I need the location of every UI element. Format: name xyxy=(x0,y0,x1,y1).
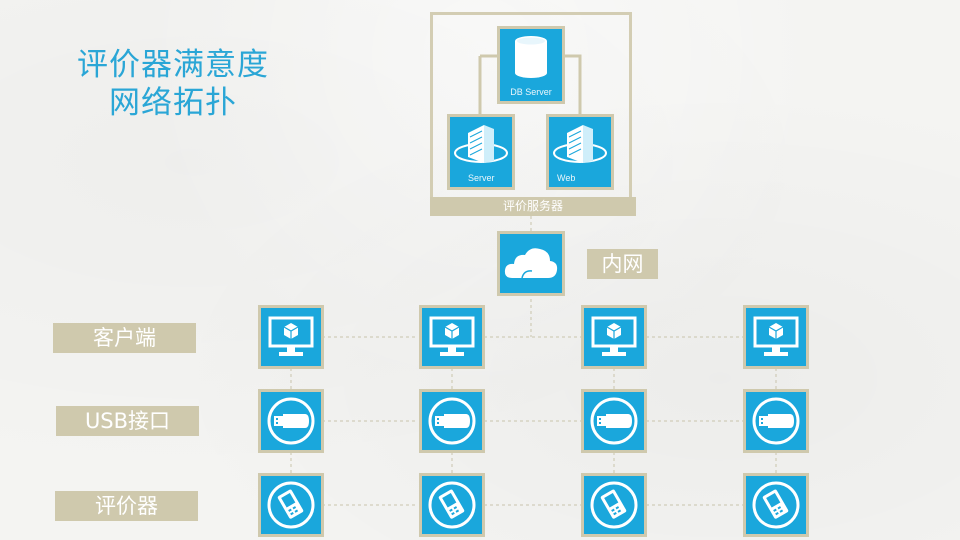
evaluator-node-3[interactable] xyxy=(581,473,647,537)
usb-drive-icon xyxy=(590,397,638,445)
monitor-icon xyxy=(753,316,799,356)
title-line-1: 评价器满意度 xyxy=(77,47,269,83)
db-server-caption: DB Server xyxy=(500,84,562,101)
intranet-label: 内网 xyxy=(587,249,658,279)
client-node-4[interactable] xyxy=(743,305,809,369)
cloud-icon xyxy=(504,248,558,279)
usb-node-4[interactable] xyxy=(743,389,809,453)
server-icon xyxy=(454,125,508,163)
server-caption: Server xyxy=(450,170,512,187)
database-icon xyxy=(515,36,547,78)
handheld-device-icon xyxy=(590,481,638,529)
server-node[interactable]: Server xyxy=(447,114,515,190)
client-node-1[interactable] xyxy=(258,305,324,369)
monitor-icon xyxy=(429,316,475,356)
web-server-node[interactable]: Web xyxy=(546,114,614,190)
usb-drive-icon xyxy=(752,397,800,445)
intranet-cloud-node[interactable] xyxy=(497,231,565,296)
row-label-usb: USB接口 xyxy=(56,406,199,436)
row-label-client: 客户端 xyxy=(53,323,196,353)
monitor-icon xyxy=(591,316,637,356)
handheld-device-icon xyxy=(752,481,800,529)
usb-drive-icon xyxy=(428,397,476,445)
server-icon xyxy=(553,125,607,163)
usb-node-1[interactable] xyxy=(258,389,324,453)
evaluator-node-1[interactable] xyxy=(258,473,324,537)
handheld-device-icon xyxy=(428,481,476,529)
page-title: 评价器满意度 网络拓扑 xyxy=(60,46,286,122)
usb-node-3[interactable] xyxy=(581,389,647,453)
link-db-web xyxy=(565,54,582,115)
monitor-icon xyxy=(268,316,314,356)
client-node-2[interactable] xyxy=(419,305,485,369)
evaluator-node-4[interactable] xyxy=(743,473,809,537)
usb-drive-icon xyxy=(267,397,315,445)
evaluator-node-2[interactable] xyxy=(419,473,485,537)
server-group-label: 评价服务器 xyxy=(430,197,636,216)
db-server-node[interactable]: DB Server xyxy=(497,26,565,104)
handheld-device-icon xyxy=(267,481,315,529)
web-server-caption: Web xyxy=(549,170,611,187)
usb-node-2[interactable] xyxy=(419,389,485,453)
title-line-2: 网络拓扑 xyxy=(109,85,237,121)
client-node-3[interactable] xyxy=(581,305,647,369)
row-label-evaluator: 评价器 xyxy=(55,491,198,521)
